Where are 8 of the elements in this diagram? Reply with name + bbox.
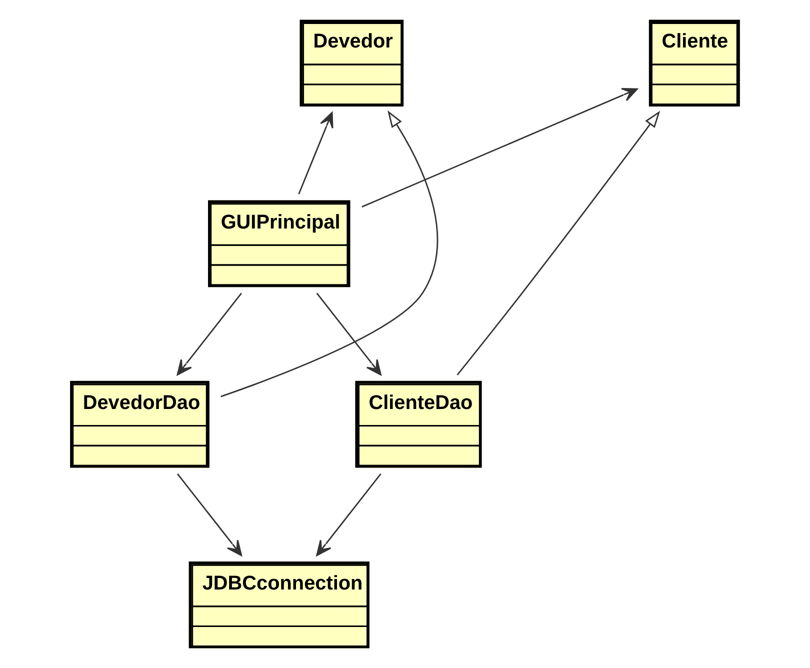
arrow bbox=[176, 473, 242, 556]
arrow bbox=[316, 292, 382, 376]
arrow bbox=[298, 112, 334, 194]
arrow bbox=[362, 88, 638, 208]
arrow bbox=[456, 110, 660, 376]
arrow bbox=[176, 292, 242, 376]
arrow bbox=[220, 110, 438, 398]
arrow bbox=[316, 473, 382, 556]
